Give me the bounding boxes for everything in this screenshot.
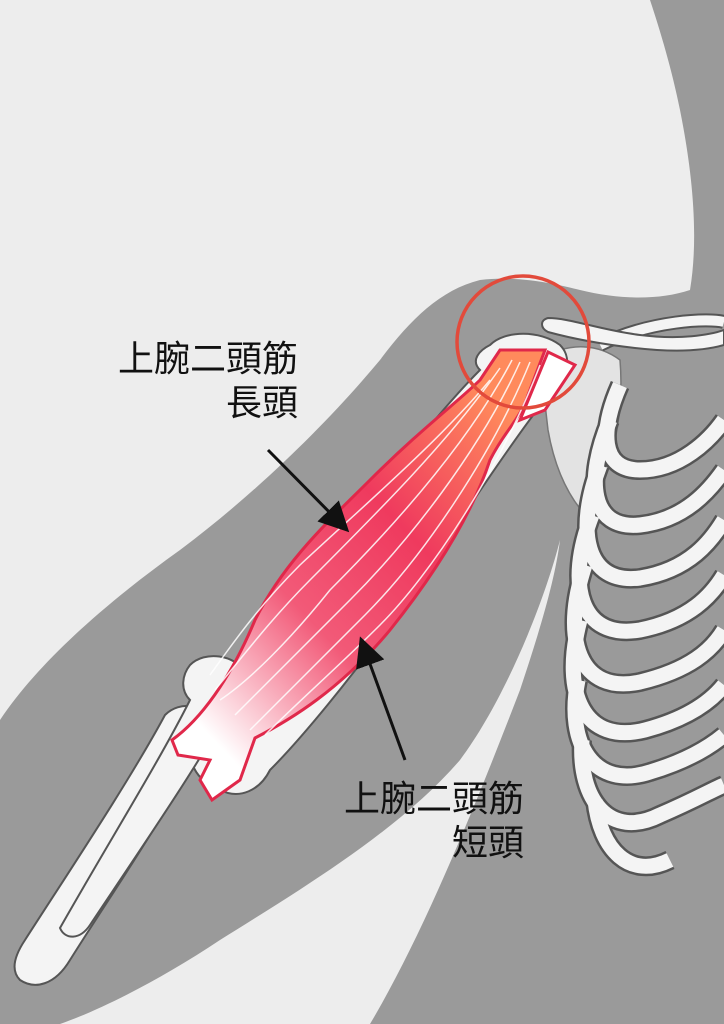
- label-short-head-line1: 上腕二頭筋: [343, 779, 524, 820]
- biceps-short-head-tendon: [517, 349, 578, 423]
- label-long-head-line1: 上腕二頭筋: [117, 339, 298, 380]
- label-short-head-line2: 短頭: [451, 823, 524, 864]
- arrow-long-head: [266, 448, 350, 533]
- muscle-fibers: [209, 359, 541, 736]
- biceps-muscle: [170, 348, 548, 803]
- label-biceps-long-head: 上腕二頭筋 長頭: [118, 338, 298, 426]
- rib-cage: [563, 313, 724, 877]
- shoulder-highlight-circle: [455, 274, 591, 410]
- arrow-short-head: [356, 636, 407, 761]
- label-long-head-line2: 長頭: [225, 383, 298, 424]
- label-biceps-short-head: 上腕二頭筋 短頭: [344, 778, 524, 866]
